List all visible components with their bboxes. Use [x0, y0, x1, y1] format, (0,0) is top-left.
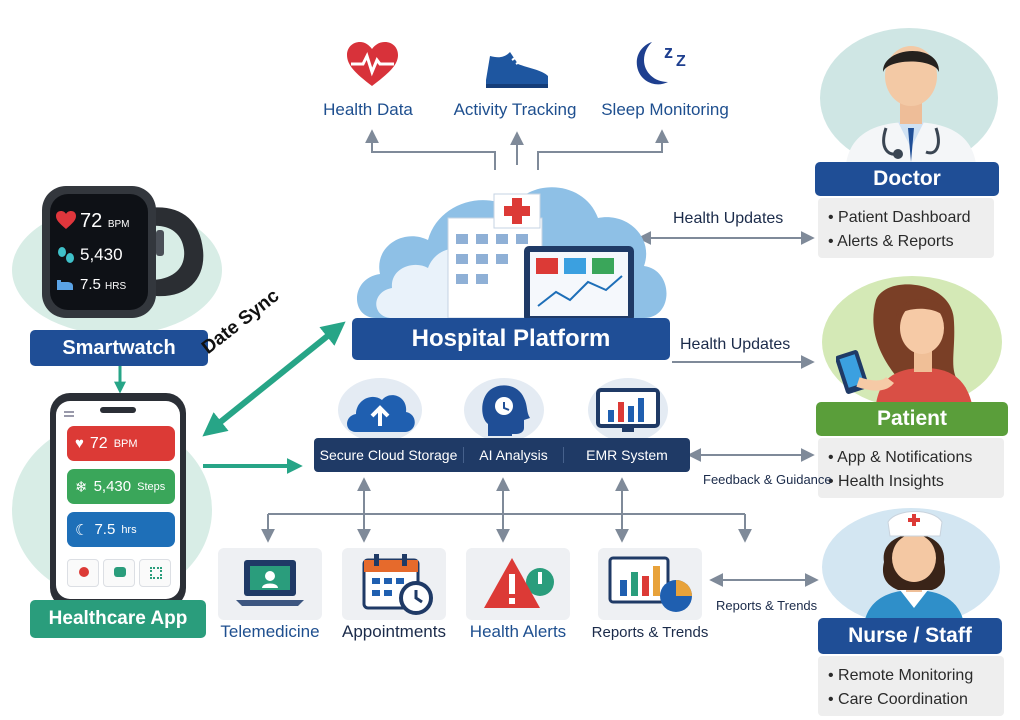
report-chart-icon	[608, 556, 692, 612]
nurse-label: Nurse / Staff	[818, 618, 1002, 654]
service-cloud-storage: Secure Cloud Storage	[314, 447, 464, 463]
sleep-monitoring-label: Sleep Monitoring	[601, 100, 729, 119]
patient-health-updates-label: Health Updates	[680, 336, 791, 353]
hamburger-menu-icon[interactable]	[64, 411, 74, 417]
app-steps-card[interactable]: ❄ 5,430 Steps	[67, 469, 175, 504]
app-sleep-card[interactable]: ☾ 7.5 hrs	[67, 512, 175, 547]
app-steps-value: 5,430	[93, 478, 132, 495]
doctor-item-alerts: • Alerts & Reports	[828, 233, 954, 250]
watch-footprints-icon	[58, 247, 74, 263]
grid-icon	[150, 567, 162, 579]
appointments-tile[interactable]	[342, 548, 446, 620]
arrow-data-sync	[202, 321, 346, 437]
heart-pulse-icon	[347, 42, 398, 86]
activity-tracking-label: Activity Tracking	[453, 100, 577, 119]
telemedicine-label: Telemedicine	[220, 622, 320, 641]
nurse-item-monitoring: • Remote Monitoring	[828, 667, 974, 684]
health-alerts-tile[interactable]	[466, 548, 570, 620]
telemedicine-tile[interactable]	[218, 548, 322, 620]
doctor-avatar	[846, 46, 976, 164]
health-alerts-label: Health Alerts	[469, 622, 567, 641]
svg-text:Z: Z	[676, 53, 686, 70]
feedback-guidance-label: Feedback & Guidance	[703, 472, 832, 487]
telemedicine-laptop-icon	[236, 560, 304, 606]
app-sleep-unit: hrs	[121, 523, 137, 536]
nurse-card: • Remote Monitoring • Care Coordination	[818, 656, 1004, 716]
watch-steps-value: 5,430	[80, 245, 123, 264]
reports-trends-label: Reports & Trends	[591, 624, 709, 641]
watch-heart-icon	[56, 211, 76, 229]
health-data-label: Health Data	[323, 100, 413, 119]
app-steps-unit: Steps	[137, 480, 166, 493]
app-steps-icon: ❄	[75, 478, 88, 496]
svg-text:z: z	[664, 42, 673, 62]
watch-sleep-unit: HRS	[105, 281, 127, 292]
patient-avatar	[836, 284, 972, 404]
nurse-item-coordination: • Care Coordination	[828, 691, 968, 708]
app-sleep-value: 7.5	[94, 521, 116, 538]
alert-dot-icon	[79, 567, 89, 577]
phone-screen: ♥ 72 BPM ❄ 5,430 Steps ☾ 7.5 hrs	[56, 401, 180, 599]
watch-heart-unit: BPM	[107, 219, 130, 230]
doctor-item-dashboard: • Patient Dashboard	[828, 209, 971, 226]
cloud-upload-icon	[347, 395, 415, 432]
appointments-label: Appointments	[342, 622, 446, 641]
phone-notch	[100, 407, 136, 413]
ai-head-icon	[482, 385, 530, 436]
nurse-reports-trends-label: Reports & Trends	[716, 598, 818, 613]
patient-card: • App & Notifications • Health Insights	[818, 438, 1004, 498]
app-heart-unit: BPM	[113, 437, 138, 450]
activity-leaf-icon	[114, 567, 126, 577]
warning-triangle-icon	[484, 558, 554, 608]
hospital-platform-banner: Hospital Platform	[352, 318, 670, 360]
app-heart-icon: ♥	[75, 435, 84, 452]
app-heart-value: 72	[89, 434, 108, 452]
app-widget-activity[interactable]	[103, 559, 135, 587]
doctor-label: Doctor	[815, 162, 999, 196]
doctor-card: • Patient Dashboard • Alerts & Reports	[818, 198, 994, 258]
app-heart-card[interactable]: ♥ 72 BPM	[67, 426, 175, 461]
patient-item-app: • App & Notifications	[828, 449, 973, 466]
healthcare-app-label: Healthcare App	[30, 600, 206, 638]
reports-trends-tile[interactable]	[598, 548, 702, 620]
watch-sleep-icon	[57, 280, 73, 290]
patient-label: Patient	[816, 402, 1008, 436]
watch-sleep-value: 7.5	[80, 276, 101, 293]
patient-item-insights: • Health Insights	[828, 473, 944, 490]
phone-frame: ♥ 72 BPM ❄ 5,430 Steps ☾ 7.5 hrs	[50, 393, 186, 608]
service-emr-system: EMR System	[586, 447, 668, 463]
smartwatch-label: Smartwatch	[30, 330, 208, 366]
arrow-to-sleep	[537, 129, 669, 170]
cloud-hospital-illustration	[356, 187, 667, 322]
calendar-clock-icon	[362, 554, 433, 615]
arrow-to-health-data	[365, 129, 496, 170]
running-shoe-icon	[486, 52, 548, 88]
watch-heart-reading: 72 BPM	[80, 210, 129, 233]
app-widget-alert[interactable]	[67, 559, 99, 587]
watch-heart-value: 72	[80, 210, 103, 232]
moon-sleep-icon: z Z	[636, 42, 686, 85]
app-widget-grid[interactable]	[139, 559, 171, 587]
watch-sleep-reading: 7.5 HRS	[80, 276, 126, 293]
service-ai-analysis: AI Analysis	[464, 447, 564, 463]
nurse-avatar	[864, 511, 964, 624]
services-bar: Secure Cloud Storage AI Analysis EMR Sys…	[314, 438, 690, 472]
app-sleep-icon: ☾	[75, 521, 89, 539]
doctor-health-updates-label: Health Updates	[673, 210, 784, 227]
emr-monitor-icon	[596, 388, 660, 432]
